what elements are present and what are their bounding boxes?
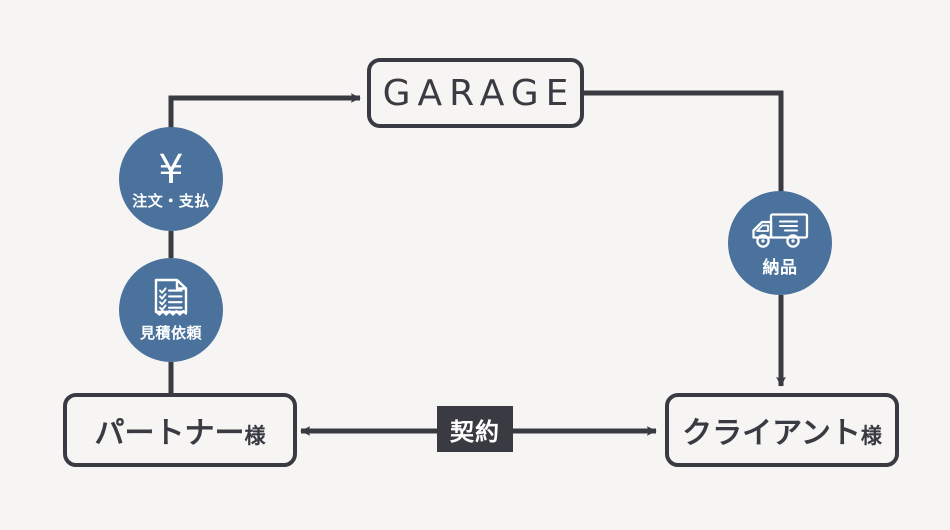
yen-icon: ¥	[158, 146, 184, 193]
node-delivery[interactable]: 納品	[728, 191, 832, 295]
contract-tag: 契約	[437, 406, 513, 452]
checklist-document-icon	[153, 277, 189, 321]
connector-garage-to-deliver	[584, 90, 784, 196]
brand-label: GARAGE	[382, 72, 576, 114]
entity-box-partner[interactable]: パートナー様	[63, 393, 297, 467]
contract-tag-label: 契約	[450, 418, 500, 446]
entity-client-name: クライアント	[682, 417, 861, 450]
node-order-payment[interactable]: ¥ 注文・支払	[119, 127, 223, 231]
entity-box-client[interactable]: クライアント様	[665, 393, 899, 467]
node-quote-request-label: 見積依頼	[139, 325, 202, 342]
node-delivery-label: 納品	[762, 258, 798, 277]
entity-partner-name: パートナー	[94, 417, 245, 450]
node-order-payment-label: 注文・支払	[132, 192, 210, 210]
entity-partner-label: パートナー様	[95, 408, 266, 452]
entity-client-label: クライアント様	[682, 408, 882, 452]
delivery-truck-icon	[749, 208, 811, 252]
entity-partner-honorific: 様	[244, 425, 266, 448]
brand-box[interactable]: GARAGE	[367, 58, 584, 128]
entity-client-honorific: 様	[860, 425, 882, 448]
connector-pay-to-garage	[168, 93, 361, 131]
node-quote-request[interactable]: 見積依頼	[119, 258, 223, 362]
